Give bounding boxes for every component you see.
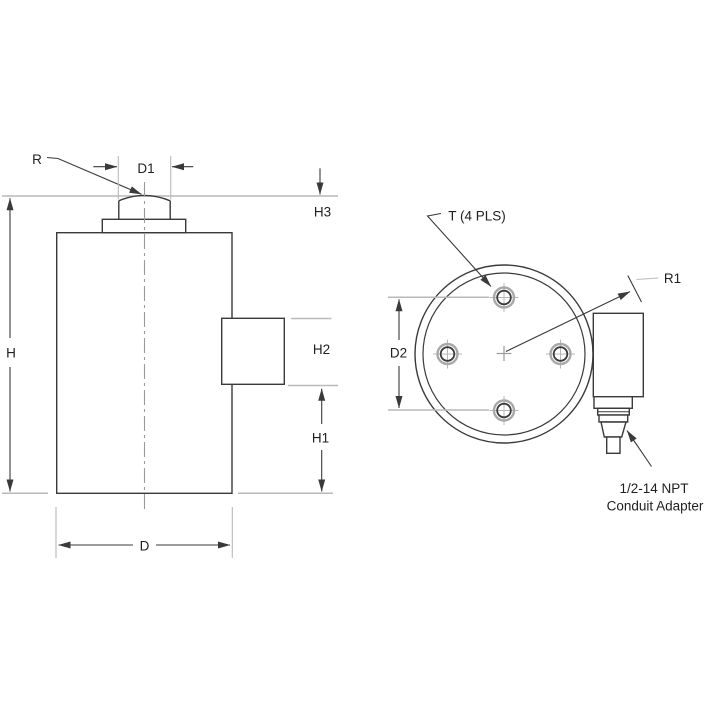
conduit-leader-line: [626, 430, 652, 467]
r-leader-line: [46, 156, 142, 195]
side-view: R D1 H3 H H2 H1 D: [2, 152, 338, 558]
conduit-adapter: [593, 396, 633, 454]
adapter-step-3: [598, 414, 629, 423]
adapter-stem: [606, 436, 621, 454]
r1-tick: [627, 275, 642, 303]
adapter-taper: [600, 421, 627, 438]
adapter-step-1: [593, 396, 633, 410]
dim-label-d1: D1: [137, 161, 154, 176]
r1-connector-line: [636, 277, 659, 281]
dim-label-h2: H2: [313, 342, 330, 357]
dim-label-r: R: [32, 152, 42, 167]
center-mark: [496, 346, 512, 361]
dim-label-d: D: [140, 538, 150, 553]
t-leader-line: [426, 212, 492, 287]
r1-leader-line: [505, 291, 631, 352]
bolt-hole-top: [489, 283, 519, 312]
connector-block-top-view: [592, 312, 644, 398]
top-view: D2 T (4 PLS) R1 1/2-14 NPT Conduit Adapt…: [388, 209, 704, 513]
cable-connector-block: [220, 317, 285, 385]
dim-label-r1: R1: [664, 271, 681, 286]
dim-label-t: T (4 PLS): [448, 209, 506, 224]
bolt-hole-bottom: [489, 396, 519, 425]
bolt-hole-left: [433, 339, 462, 369]
inner-circle: [422, 272, 586, 436]
conduit-note-line1: 1/2-14 NPT: [619, 481, 688, 496]
dim-label-h: H: [6, 345, 16, 360]
conduit-note-line2: Conduit Adapter: [607, 498, 704, 513]
bolt-hole-right: [546, 339, 575, 369]
dim-label-h1: H1: [312, 430, 329, 445]
dim-label-h3: H3: [314, 204, 331, 219]
load-button: [118, 200, 171, 220]
cylinder-body: [56, 231, 233, 495]
dim-label-d2: D2: [390, 345, 407, 360]
